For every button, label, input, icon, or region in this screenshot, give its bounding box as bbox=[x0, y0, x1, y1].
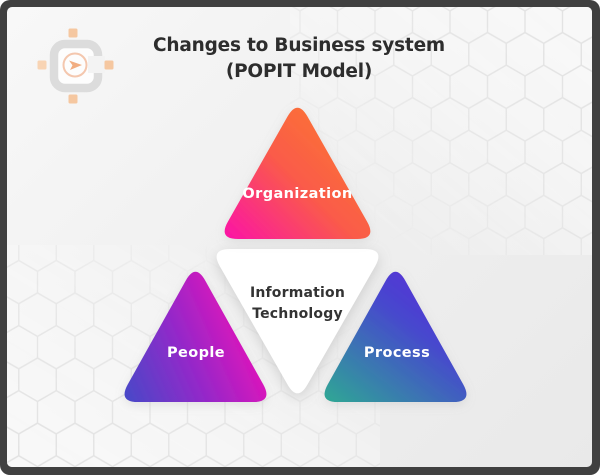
center-label-line1: Information bbox=[250, 285, 345, 301]
center-label-line2: Technology bbox=[252, 306, 343, 322]
process-label: Process bbox=[364, 345, 430, 361]
people-triangle bbox=[124, 271, 267, 402]
page-title: Changes to Business system (POPIT Model) bbox=[7, 33, 591, 84]
title-line1: Changes to Business system bbox=[153, 35, 445, 56]
organization-label: Organization bbox=[242, 186, 352, 202]
logo-square-bottom bbox=[68, 94, 78, 104]
information-technology-triangle bbox=[216, 249, 379, 394]
people-label: People bbox=[167, 345, 225, 361]
logo-compass-ring-icon bbox=[62, 52, 88, 78]
logo-square-right bbox=[104, 60, 114, 70]
compass-c-logo bbox=[37, 28, 114, 104]
diagram-svg: Information Technology Organization Peop… bbox=[7, 7, 592, 467]
logo-square-top bbox=[68, 28, 78, 38]
organization-triangle bbox=[224, 107, 371, 239]
process-triangle bbox=[324, 271, 467, 402]
logo-c-gap bbox=[88, 56, 105, 73]
logo-arrow-icon bbox=[69, 60, 82, 70]
infographic-canvas: Information Technology Organization Peop… bbox=[7, 7, 592, 467]
logo-square-left bbox=[37, 60, 47, 70]
title-line2: (POPIT Model) bbox=[225, 60, 373, 82]
